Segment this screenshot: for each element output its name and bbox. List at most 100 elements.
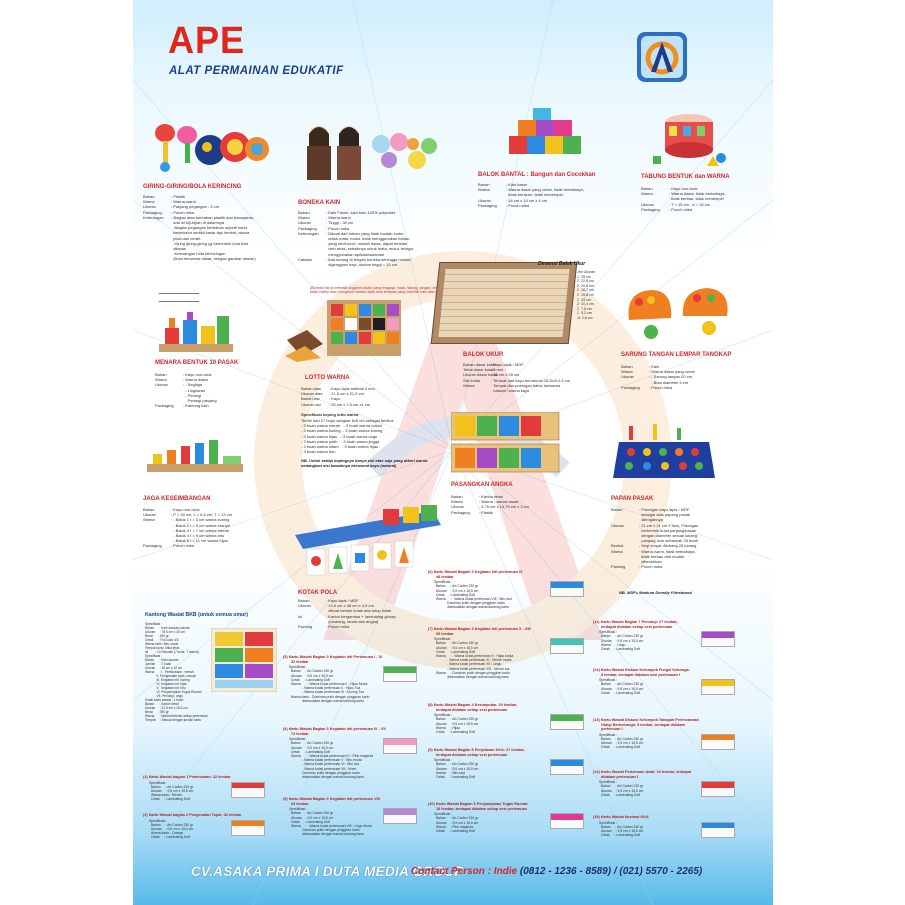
- spec-row: - Persegi panjang: [155, 398, 216, 403]
- kartu-spec-line: Warna : - Warna kotak pertemuan X : Hija…: [434, 654, 514, 658]
- kartu-spec-line: - Warna kotak pertemuan XII : Ungu: [434, 662, 502, 667]
- spec-key: [298, 262, 326, 267]
- spec-key: Ukuran: [298, 603, 311, 609]
- spec-key: Packaging: [298, 225, 317, 231]
- spec-key: Ukuran alas: [301, 391, 323, 397]
- kartu-spec-line: Bahan : Art Carton 230 gr: [434, 762, 479, 767]
- kartu-spec-line: - Warna kotak pertemuan VII : Krem: [289, 766, 357, 771]
- spec-line: Jumlah : 7 buah: [145, 662, 172, 666]
- spec-row: Bahan: Potongan kayu lapis / MDF: [611, 507, 698, 512]
- spec-key: Warna: [298, 215, 310, 221]
- spec-row: Packaging: Pouch mika: [621, 385, 695, 390]
- spec-key: [463, 388, 491, 393]
- kartu-spec-line: Cetak : Laminating Doft: [149, 797, 191, 802]
- kartu-spec-line: Spesifikasi :: [434, 812, 453, 817]
- balok-ukur-dim-title: Dimensi Balok Ukur: [538, 261, 586, 267]
- menara-caption-box: [159, 293, 199, 302]
- kartu-spec-line: Ukuran : 9,5 cm x 15,5 cm: [434, 645, 479, 650]
- kartu-spec-line: Ukuran : 9,5 cm x 15,5 cm: [289, 745, 334, 750]
- spec-row: Packaging: Kantong kain: [155, 403, 217, 408]
- spec-row: Warna: - Balok 1 t = 3 cm warna kuning: [143, 517, 232, 522]
- kartu-title: (14) Kartu Wasiat Pertemuan Awal: 24 lem…: [593, 770, 692, 774]
- shape-drum-image: [653, 114, 726, 166]
- spec-value: : Kantong kain: [183, 403, 209, 409]
- kartu-spec-line: Cetak : Laminating Doft: [434, 649, 476, 654]
- kartu-spec-line: Ukuran : 9,5 cm x 15,5 cm: [289, 673, 334, 678]
- kartu-card-image: [550, 638, 584, 655]
- kartu-spec-line: Ukuran : 9,5 cm x 15,5 cm: [434, 820, 479, 825]
- spec-line: Warna rikmi: Biru muda: [145, 642, 179, 646]
- spec-line: Bahan : Karton tebal: [145, 702, 179, 706]
- spec-value: : Kayu lapis setebal 3 mm: [329, 386, 375, 391]
- jaga-title: JAGA KESEIMBANGAN: [143, 496, 211, 502]
- spec-row: Bahan sisi: Kayu: [301, 396, 375, 401]
- spec-row: Packaging: Pouch mika: [143, 543, 232, 548]
- spec-line: Spesifikasi :: [145, 654, 163, 658]
- kartu-spec-line: - Warna kotak pertemuan II : Hijau Tua: [289, 686, 361, 691]
- kartu-spec-line: Spesifikasi :: [289, 737, 308, 742]
- kartu-card-image: [383, 666, 417, 683]
- spec-value: : P = 30 cm, L = 6,5 cm, T = 13 cm: [171, 512, 233, 518]
- kartu-spec-line: disesuaikan dengan warna kantong kartu: [434, 675, 510, 680]
- kartu-title-cont: Hidup Berkeluarga: 5 lembar, terdapat di…: [601, 722, 685, 727]
- spec-line: 2 22,8 cm: [577, 279, 594, 284]
- spec-row: - Balok 2 t = 5 cm warna oranye: [143, 523, 232, 528]
- kwb-title: Kantong Wasiat BKB (untuk semua umur): [145, 612, 248, 618]
- spec-row: Ukuran: Panjang pegangan - 5 cm: [143, 204, 256, 209]
- page-title: APE: [168, 20, 246, 62]
- spec-row: Packing: Pouch mika: [298, 624, 396, 629]
- spec-value: : - Balok 1 t = 3 cm warna kuning: [171, 517, 230, 523]
- spec-value: : 16 cm x 10 cm x 4 cm: [506, 197, 548, 203]
- spec-line: Tempat : Sesuai dengan jumlah kartu: [145, 718, 202, 722]
- spec-value: : Plastik: [479, 509, 494, 515]
- spec-line: Cetak : Full color 4/0: [145, 638, 179, 642]
- kartu-title: (13) Kartu Wasiat Diskusi Kelompok Tahap…: [593, 718, 699, 722]
- kartu-spec-line: Bahan : Art Carton 230 gr: [434, 584, 479, 589]
- spec-value: dilepas: [171, 246, 186, 252]
- kartu-spec-line: Warna : Hijau: [434, 725, 461, 730]
- boneka-title: BONEKA KAIN: [298, 200, 341, 206]
- spec-row: Bahan: Kayu non-toxic: [155, 372, 217, 377]
- kartu-spec-line: Warna : Ungu: [599, 642, 626, 647]
- balance-board-image: [147, 440, 243, 472]
- kartu-title-cont: terdapat didalam setiap sesi pertemuan: [601, 624, 673, 629]
- kartu-specs: Spesifikasi : Bahan : Art Carton 230 gr …: [149, 819, 193, 840]
- kartu-specs: Spesifikasi : Bahan : Art Carton 230 gr …: [434, 637, 513, 679]
- spec-key: Ukuran: [143, 512, 156, 518]
- spec-key: Packaging: [143, 543, 162, 549]
- kartu-card-band: [384, 809, 416, 815]
- kartu-spec-line: Spesifikasi :: [434, 637, 453, 642]
- spec-value: : Kayu non-toxic: [669, 186, 698, 191]
- spec-key: Warna: [621, 369, 633, 375]
- spec-value: : Kayu lapis / MDF: [491, 362, 524, 367]
- spec-key: Bahan: [298, 598, 310, 603]
- spec-key: Keterangan: [298, 230, 319, 236]
- spec-row: Warna: Warna-warni: [143, 199, 256, 204]
- spec-row: Packing: Pouch mika: [611, 564, 698, 569]
- rattle-balls-image: [155, 124, 269, 172]
- kartu-card-image: [231, 781, 265, 798]
- spec-value: : Karton bergambar + laminating glossy: [326, 613, 396, 619]
- spec-row: Ukuran: 21 cm x 21 cm x 3cm, Potongan: [611, 523, 698, 528]
- kartu-spec-line: Ukuran : 9,5 cm x 15,5 cm: [434, 721, 479, 726]
- spec-value: : 20 cm x 1,5 cm x1 cm: [329, 401, 371, 407]
- spec-value: dibuat bentuk kotak ada tutup kotak: [326, 608, 392, 614]
- spec-key: Bahan: [641, 186, 653, 191]
- kartu-title: (5) Kartu Wasiat Bagian 3 Kegiatan Inti …: [283, 797, 380, 801]
- giring-title: GIRING-GIRING/BOLA KERINCING: [143, 184, 242, 190]
- spec-value: tidak beracun, tidak menempel: [506, 192, 563, 198]
- boneka-specs: Bahan: Kain Flanel, kain bulu 100% polye…: [298, 210, 414, 267]
- kartu-spec-line: Warna : - Warna kotak pertemuan IV : Pin…: [289, 754, 374, 758]
- spec-value: digenggam bayi, ukuran tinggi = 15 cm: [326, 262, 398, 268]
- spec-line: - 3 buah warna kuning - 3 buah warna kun…: [301, 428, 383, 434]
- kartu-spec-line: Spesifikasi :: [289, 665, 308, 670]
- spec-line: 2 10,4 cm: [577, 302, 594, 307]
- kartu-spec-line: Bahan : Art Carton 230 gr: [289, 669, 334, 674]
- pattern-box-image: [295, 505, 441, 576]
